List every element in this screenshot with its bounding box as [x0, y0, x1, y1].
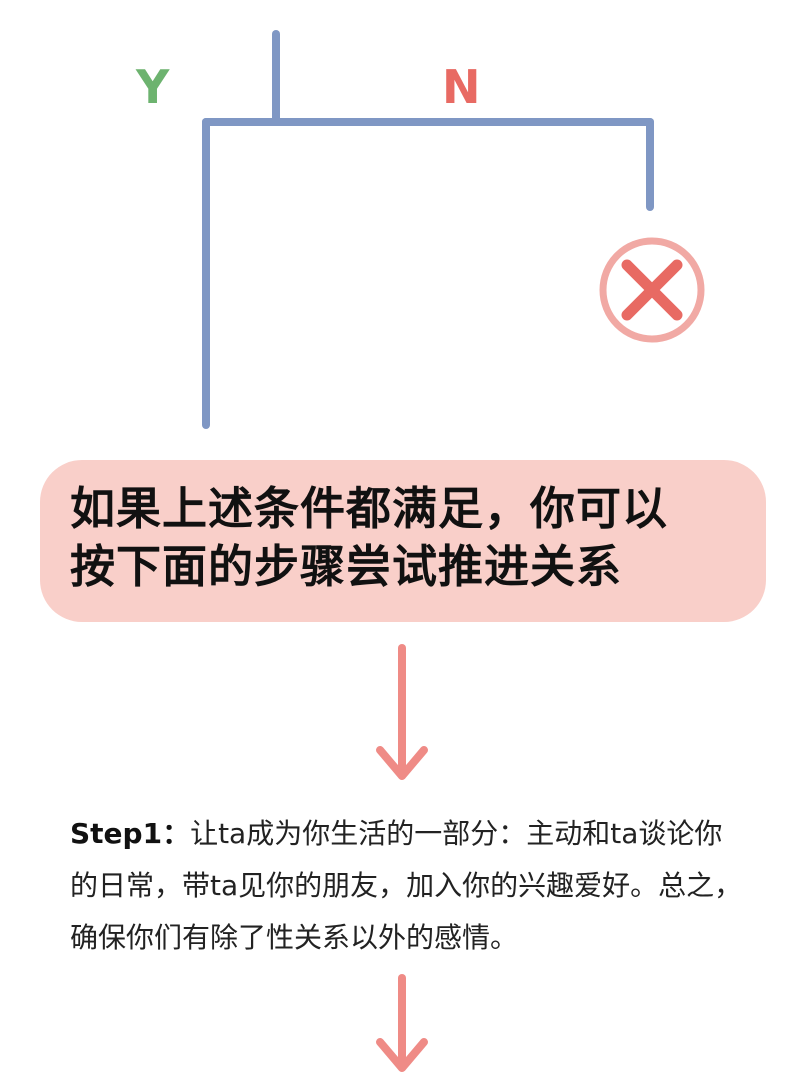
- callout-line-1: 如果上述条件都满足，你可以: [70, 482, 669, 535]
- yes-branch-label: Y: [136, 60, 170, 114]
- callout-line-2: 按下面的步骤尝试推进关系: [70, 540, 623, 593]
- x-circle-icon: [599, 237, 705, 343]
- step-1-text: Step1：让ta成为你生活的一部分：主动和ta谈论你的日常，带ta见你的朋友，…: [70, 808, 750, 964]
- no-branch-label: N: [442, 60, 481, 114]
- down-arrow-icon: [376, 644, 428, 780]
- down-arrow-icon-2: [376, 974, 428, 1072]
- step-1-body: 让ta成为你生活的一部分：主动和ta谈论你的日常，带ta见你的朋友，加入你的兴趣…: [70, 817, 743, 954]
- conditions-met-callout: 如果上述条件都满足，你可以 按下面的步骤尝试推进关系: [40, 460, 766, 622]
- step-1-label: Step1：: [70, 817, 191, 850]
